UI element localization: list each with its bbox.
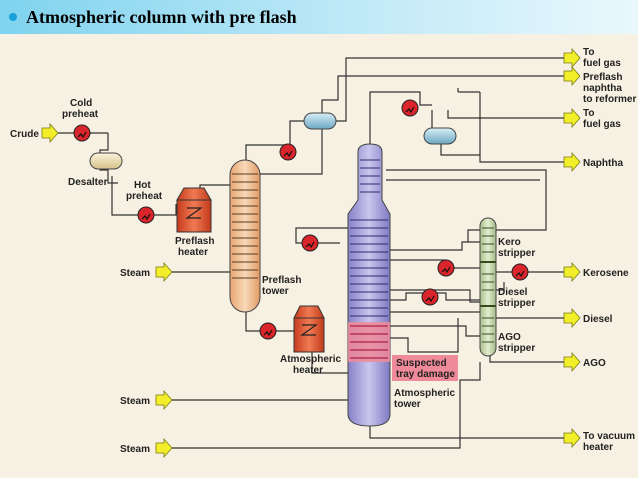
output-labels: To fuel gas Preflash naphtha to reformer… <box>583 47 636 453</box>
suspected-damage-callout <box>392 355 458 381</box>
naphtha-label: Naphtha <box>583 158 623 169</box>
steam-label-2: Steam <box>120 396 150 407</box>
desalter-label: Desalter <box>68 177 108 188</box>
vacuum-label-b: heater <box>583 442 613 453</box>
kero-stripper-label-2: stripper <box>498 248 535 259</box>
atm-tower-label-2: tower <box>394 399 421 410</box>
preflash-naphtha-label-a: Preflash <box>583 72 622 83</box>
kero-stripper-label-1: Kero <box>498 237 521 248</box>
vacuum-label-a: To vacuum <box>583 431 635 442</box>
pump-icons <box>73 99 529 340</box>
preflash-naphtha-label-b: naphtha <box>583 83 622 94</box>
cold-preheat-label-1: Cold <box>70 98 92 109</box>
preflash-heater <box>176 187 212 233</box>
diesel-stripper-label-1: Diesel <box>498 287 528 298</box>
steam-label-1: Steam <box>120 268 150 279</box>
diesel-stripper-label-2: stripper <box>498 298 535 309</box>
slide-title: Atmospheric column with pre flash <box>26 7 297 27</box>
crude-label: Crude <box>10 129 39 140</box>
preflash-tower-label-2: tower <box>262 286 289 297</box>
kerosene-label: Kerosene <box>583 268 629 279</box>
side-strippers <box>479 217 497 357</box>
preflash-tower <box>229 159 261 313</box>
atm-tower-label-1: Atmospheric <box>394 388 456 399</box>
fuel-gas-1-label-b: fuel gas <box>583 58 621 69</box>
preflash-naphtha-label-c: to reformer <box>583 94 636 105</box>
atm-heater-label-2: heater <box>293 365 323 376</box>
preflash-heater-label-2: heater <box>178 247 208 258</box>
cold-preheat-label-2: preheat <box>62 109 99 120</box>
fuel-gas-2-label-a: To <box>583 108 594 119</box>
atm-heater-label-1: Atmospheric <box>280 354 342 365</box>
diesel-label: Diesel <box>583 314 613 325</box>
steam-label-3: Steam <box>120 444 150 455</box>
ago-label: AGO <box>583 358 606 369</box>
arrow-icons <box>41 47 581 459</box>
ago-stripper-label-1: AGO <box>498 332 521 343</box>
suspected-label-1: Suspected <box>396 358 447 369</box>
equipment-labels: Crude Cold preheat Desalter Hot preheat … <box>10 98 535 455</box>
ago-stripper-label-2: stripper <box>498 343 535 354</box>
overhead-drum-1 <box>303 112 337 130</box>
desalter-vessel <box>89 152 123 170</box>
preflash-heater-label-1: Preflash <box>175 236 214 247</box>
fuel-gas-2-label-b: fuel gas <box>583 119 621 130</box>
atmospheric-heater <box>293 305 325 353</box>
atmospheric-tower <box>347 143 391 427</box>
hot-preheat-label-1: Hot <box>134 180 151 191</box>
preflash-tower-label-1: Preflash <box>262 275 301 286</box>
slide-header: Atmospheric column with pre flash <box>0 0 638 34</box>
bullet-icon <box>9 13 17 21</box>
fuel-gas-1-label-a: To <box>583 47 594 58</box>
pump-squiggles <box>77 106 525 337</box>
suspected-label-2: tray damage <box>396 369 455 380</box>
overhead-drum-2 <box>423 127 457 145</box>
hot-preheat-label-2: preheat <box>126 191 163 202</box>
